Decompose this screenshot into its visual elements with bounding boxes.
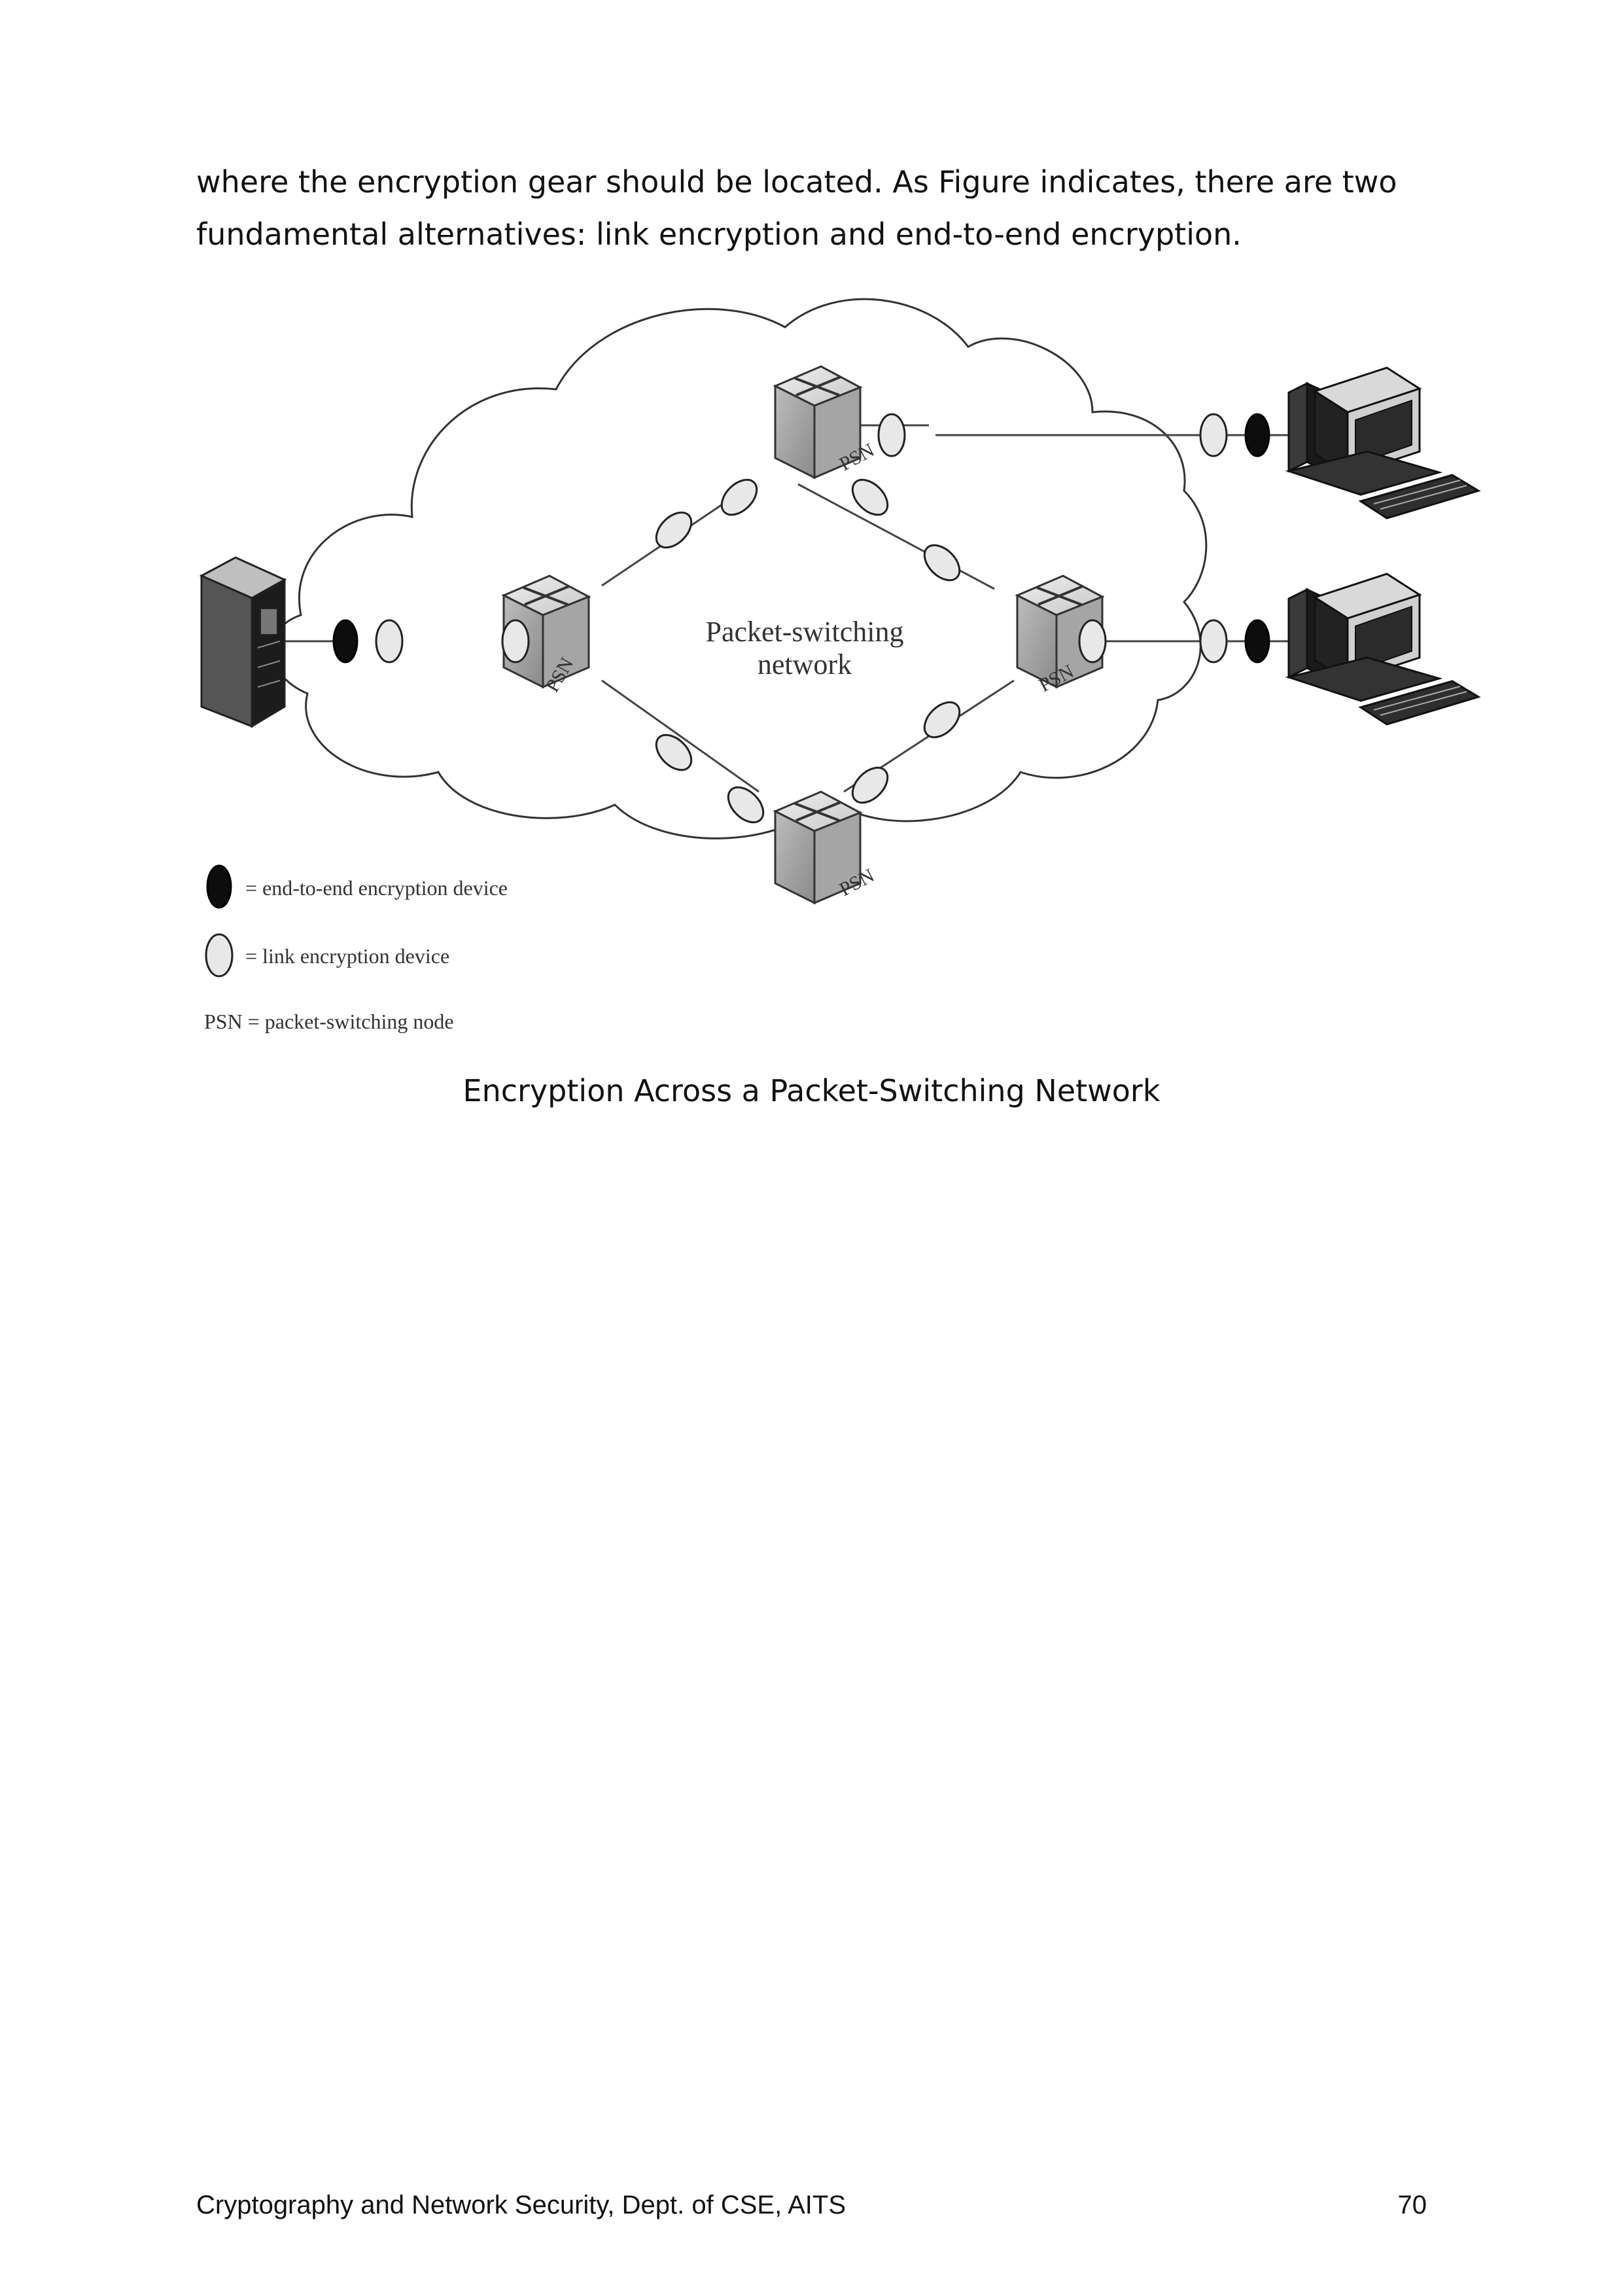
end-to-end-device-server [332, 619, 358, 663]
footer-course: Cryptography and Network Security, Dept.… [196, 2191, 846, 2219]
link-device-server [375, 619, 404, 663]
page-number: 70 [1397, 2191, 1427, 2219]
link-device-left-in [501, 619, 530, 663]
legend-psn-label: PSN = packet-switching node [204, 1010, 454, 1033]
link-device-ws-bottom [1199, 619, 1228, 663]
legend: = end-to-end encryption device = link en… [204, 864, 508, 1033]
legend-end-to-end-symbol [206, 864, 232, 909]
link-device-ws-top [1199, 413, 1228, 457]
link-device-right-out [1078, 619, 1107, 663]
cloud-label-line-2: network [758, 648, 852, 680]
legend-link-symbol [205, 933, 234, 978]
paragraph-line-2: fundamental alternatives: link encryptio… [196, 217, 1242, 252]
figure-caption: Encryption Across a Packet-Switching Net… [462, 1073, 1161, 1108]
encryption-network-diagram: PSN PSN PSN PSN Packet-switching network… [199, 298, 1480, 1033]
end-to-end-device-ws-top [1244, 413, 1270, 457]
legend-end-to-end-label: = end-to-end encryption device [245, 876, 508, 900]
paragraph-line-1: where the encryption gear should be loca… [196, 164, 1397, 200]
cloud-label-line-1: Packet-switching [705, 616, 903, 648]
link-device-top-out [877, 413, 906, 457]
workstation-icon-top [1287, 366, 1480, 520]
intro-paragraph: where the encryption gear should be loca… [196, 156, 1439, 260]
network-cloud [271, 298, 1208, 839]
legend-link-label: = link encryption device [245, 944, 449, 968]
server-icon [199, 556, 287, 728]
workstation-icon-bottom [1287, 573, 1480, 726]
end-to-end-device-ws-bottom [1244, 619, 1270, 663]
